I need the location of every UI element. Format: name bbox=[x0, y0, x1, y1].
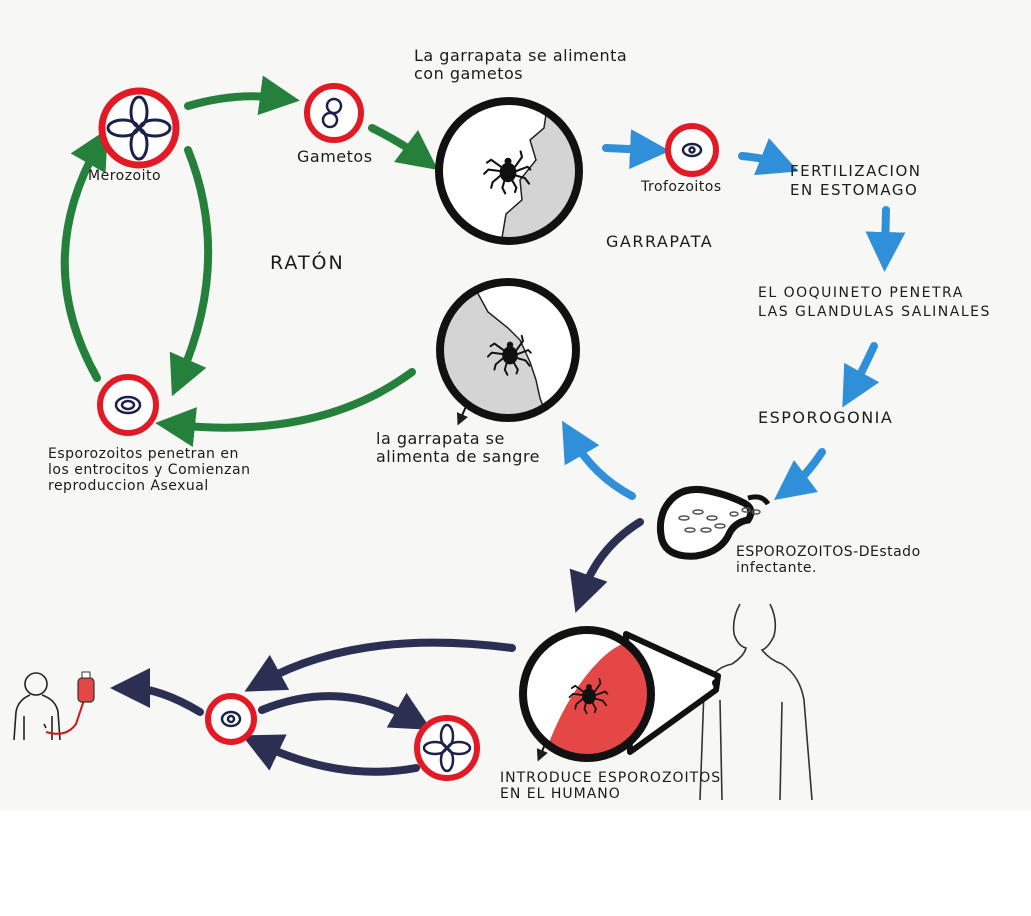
merozoito-label: Merozoito bbox=[88, 168, 162, 184]
arrow-esporogonia-to-gland bbox=[774, 448, 826, 501]
gametos-cell bbox=[304, 83, 364, 143]
arrow-esporozoitos-up-to-merozoito bbox=[60, 128, 108, 382]
arrow-gland-to-human-bite bbox=[569, 518, 644, 613]
arrow-gland-to-tick-blood bbox=[561, 420, 636, 500]
tick-feeds-gametes-label: La garrapata se alimenta con gametos bbox=[414, 46, 628, 83]
raton-label: RATÓN bbox=[270, 252, 345, 274]
esporozoitos-infective-label: ESPOROZOITOS-DEstado infectante. bbox=[736, 544, 921, 576]
arrow-merozoito-down-to-esporozoitos bbox=[169, 146, 213, 397]
human-with-blood-bag-icon bbox=[13, 671, 95, 741]
ookinete-label: EL OOQUINETO PENETRA LAS GLANDULAS SALIN… bbox=[758, 285, 991, 320]
tick-feeds-blood-label: la garrapata se alimenta de sangre bbox=[376, 429, 541, 466]
gamete-icon bbox=[321, 97, 343, 129]
garrapata-label: GARRAPATA bbox=[606, 232, 714, 251]
pointer-line bbox=[456, 401, 469, 426]
arrow-trofozoitos-to-fertilization bbox=[738, 138, 799, 176]
human-merozoite-cell bbox=[414, 715, 480, 781]
tick-feeding-blood-circle bbox=[436, 278, 580, 426]
ring-stage-icon bbox=[220, 710, 242, 728]
human-cycle-arrows bbox=[110, 518, 644, 776]
pointer-line bbox=[536, 741, 548, 762]
arrow-merozoito-to-gametos bbox=[184, 75, 300, 116]
esporogonia-label: ESPOROGONIA bbox=[758, 408, 894, 427]
arrow-merozoite-to-ring bbox=[241, 734, 420, 776]
arrow-fertilization-to-ookinete bbox=[865, 206, 906, 272]
trophozoite-icon bbox=[681, 142, 703, 158]
introduce-human-label: INTRODUCE ESPOROZOITOS EN EL HUMANO bbox=[500, 770, 722, 802]
tick-cycle-arrows bbox=[561, 129, 906, 501]
esporozoitos-cell bbox=[97, 374, 159, 436]
trofozoitos-cell bbox=[665, 123, 719, 177]
human-ring-cell bbox=[205, 693, 257, 745]
arrow-gametos-to-tick bbox=[368, 124, 439, 170]
gametos-label: Gametos bbox=[297, 147, 373, 166]
arrow-tick-blood-to-esporozoitos bbox=[155, 368, 416, 447]
tick-feeding-gametes-circle bbox=[435, 97, 583, 245]
arrow-ring-to-merozoite bbox=[258, 692, 432, 730]
trofozoitos-label: Trofozoitos bbox=[641, 179, 722, 195]
arrow-ookinete-to-esporogonia bbox=[842, 342, 880, 408]
arrow-bite-to-merozoite bbox=[244, 638, 516, 692]
arrow-tick-to-trofozoitos bbox=[602, 129, 670, 170]
bite-zoom-circle bbox=[519, 626, 721, 762]
merozoite-icon-small bbox=[422, 723, 472, 773]
mouse-cycle-arrows bbox=[60, 75, 439, 447]
arrow-ring-to-human bbox=[110, 668, 204, 716]
fertilization-label: FERTILIZACION EN ESTOMAGO bbox=[790, 162, 922, 199]
esporozoitos-penetrate-label: Esporozoitos penetran en los entrocitos … bbox=[48, 446, 251, 494]
human-silhouette-icon bbox=[699, 603, 813, 801]
merozoito-icon bbox=[106, 95, 172, 161]
merozoito-cell bbox=[98, 87, 180, 169]
salivary-gland-icon bbox=[656, 485, 771, 560]
sporozoite-icon bbox=[114, 395, 142, 415]
